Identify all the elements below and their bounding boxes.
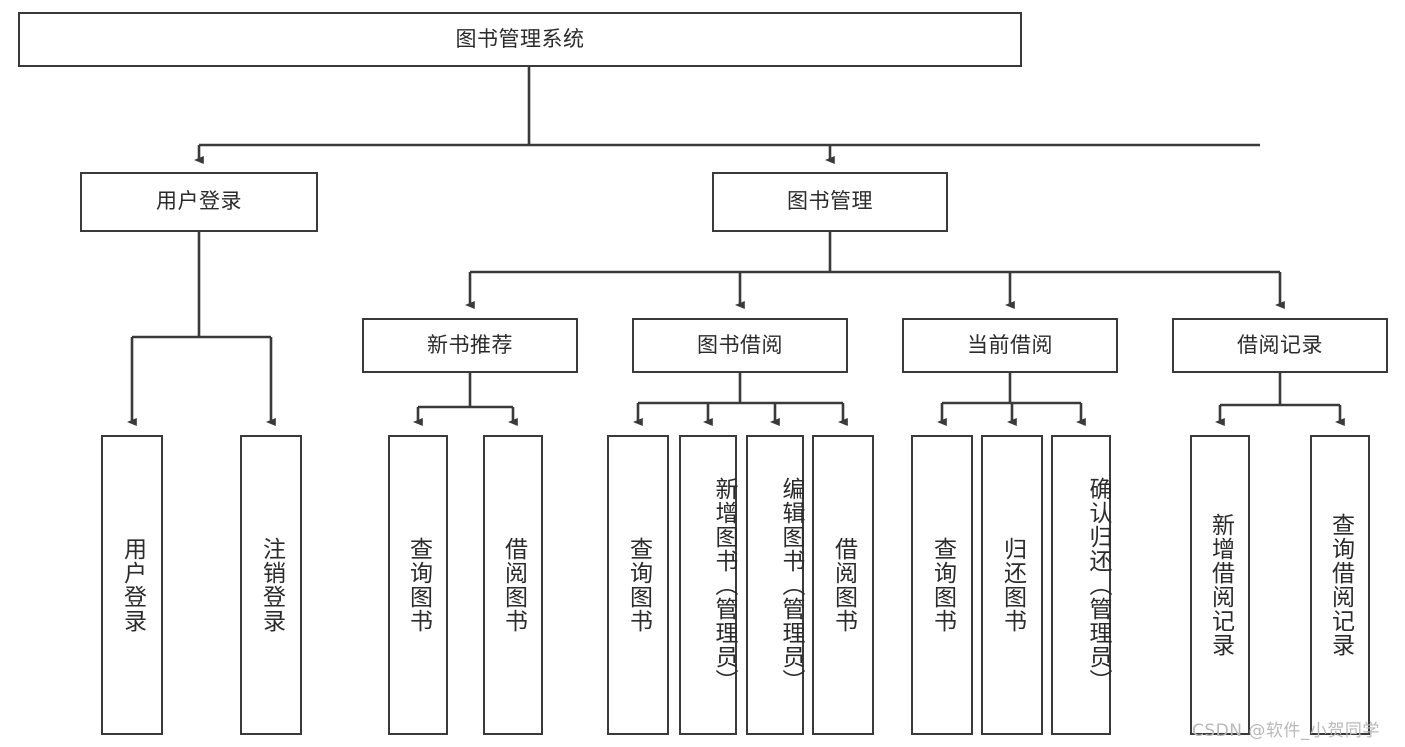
node-label: 用户登录 bbox=[156, 189, 242, 214]
node-root[interactable]: 图书管理系统 bbox=[18, 12, 1022, 67]
leaf-label: 查询借阅记录 bbox=[1327, 513, 1354, 657]
leaf-label: 编辑图书（管理员） bbox=[778, 477, 804, 693]
csdn-watermark: CSDN @软件_小贺同学 bbox=[1192, 716, 1380, 741]
node-borrow-record[interactable]: 借阅记录 bbox=[1172, 318, 1388, 373]
leaf-label: 归还图书 bbox=[999, 537, 1026, 633]
leaf-return-book[interactable]: 归还图书 bbox=[981, 435, 1043, 735]
node-label: 当前借阅 bbox=[967, 332, 1053, 357]
leaf-label: 借阅图书 bbox=[500, 537, 527, 633]
leaf-query-book-borrow[interactable]: 查询图书 bbox=[607, 435, 669, 735]
node-book-management[interactable]: 图书管理 bbox=[712, 172, 948, 232]
node-label: 图书管理 bbox=[787, 189, 873, 214]
leaf-logout[interactable]: 注销登录 bbox=[240, 435, 302, 735]
node-label: 新书推荐 bbox=[427, 332, 513, 357]
leaf-label: 查询图书 bbox=[405, 537, 432, 633]
node-user-login[interactable]: 用户登录 bbox=[80, 172, 318, 232]
leaf-label: 查询图书 bbox=[929, 537, 956, 633]
leaf-borrow-book[interactable]: 借阅图书 bbox=[812, 435, 874, 735]
node-label: 图书借阅 bbox=[697, 332, 783, 357]
node-label: 借阅记录 bbox=[1237, 332, 1323, 357]
node-book-borrow[interactable]: 图书借阅 bbox=[632, 318, 848, 373]
leaf-label: 新增图书（管理员） bbox=[711, 477, 737, 693]
leaf-confirm-return-admin[interactable]: 确认归还（管理员） bbox=[1051, 435, 1111, 735]
watermark-text: CSDN @软件_小贺同学 bbox=[1192, 721, 1380, 741]
node-current-borrow[interactable]: 当前借阅 bbox=[902, 318, 1118, 373]
leaf-label: 注销登录 bbox=[258, 537, 285, 633]
leaf-query-borrow-record[interactable]: 查询借阅记录 bbox=[1310, 435, 1370, 735]
leaf-label: 新增借阅记录 bbox=[1207, 513, 1234, 657]
leaf-query-book-current[interactable]: 查询图书 bbox=[911, 435, 973, 735]
leaf-label: 查询图书 bbox=[625, 537, 652, 633]
leaf-add-borrow-record[interactable]: 新增借阅记录 bbox=[1190, 435, 1250, 735]
leaf-user-login[interactable]: 用户登录 bbox=[101, 435, 163, 735]
leaf-label: 确认归还（管理员） bbox=[1085, 477, 1111, 693]
leaf-label: 借阅图书 bbox=[830, 537, 857, 633]
leaf-edit-book-admin[interactable]: 编辑图书（管理员） bbox=[746, 435, 804, 735]
leaf-borrow-book-recommend[interactable]: 借阅图书 bbox=[483, 435, 543, 735]
leaf-label: 用户登录 bbox=[119, 537, 146, 633]
leaf-query-book-recommend[interactable]: 查询图书 bbox=[388, 435, 448, 735]
node-new-book-recommend[interactable]: 新书推荐 bbox=[362, 318, 578, 373]
leaf-add-book-admin[interactable]: 新增图书（管理员） bbox=[679, 435, 737, 735]
node-root-label: 图书管理系统 bbox=[455, 26, 585, 51]
